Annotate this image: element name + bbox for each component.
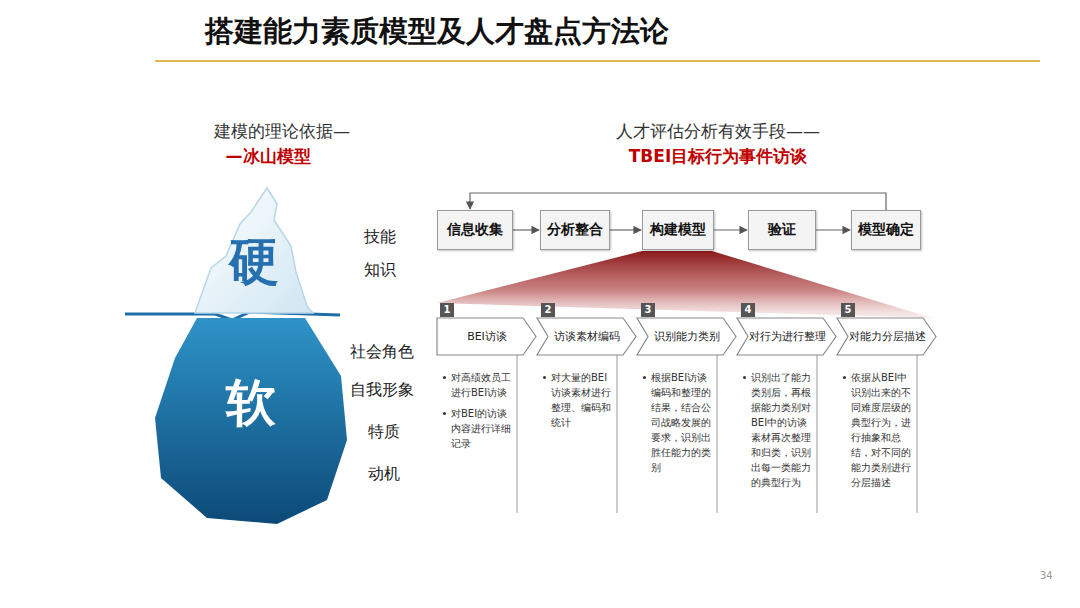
bullet-dot <box>443 376 446 379</box>
bullet-dot <box>843 376 846 379</box>
iceberg-base: 软 <box>155 318 347 524</box>
box-label: 模型确定 <box>858 221 914 239</box>
chevron-shape <box>537 318 636 355</box>
iceberg-tip-shape <box>195 188 313 313</box>
step-chevron: 对行为进行整理识别出了能力类别后，再根据能力类别对BEI中的访谈素材再次整理和归… <box>737 318 837 513</box>
page-number: 34 <box>1040 570 1053 581</box>
flow-arrow <box>610 229 641 230</box>
flow-arrow <box>513 229 539 230</box>
step-bullet: 根据BEI访谈编码和整理的结果，结合公司战略发展的要求，识别出胜任能力的类别 <box>651 370 715 475</box>
flow-arrow <box>470 193 886 210</box>
process-box: 模型确定 <box>851 210 921 250</box>
iceberg-tip: 硬 <box>195 188 313 313</box>
step-bullet: 对高绩效员工进行BEI访谈 <box>451 370 515 400</box>
iceberg-label: 硬 <box>229 229 279 296</box>
column-divider <box>817 355 818 513</box>
bullet-dot <box>743 376 746 379</box>
column-divider <box>517 355 518 513</box>
bullet-dot <box>543 376 546 379</box>
step-bullet: 依据从BEI中识别出来的不同难度层级的典型行为，进行抽象和总结，对不同的能力类别… <box>851 370 915 490</box>
step-heading: BEI访谈 <box>437 318 537 355</box>
chevron-shape <box>637 318 736 355</box>
layer-label: 知识 <box>364 260 396 281</box>
layer-label: 动机 <box>368 464 400 485</box>
step-number: 5 <box>841 303 855 317</box>
step-chevron: 识别能力类别根据BEI访谈编码和整理的结果，结合公司战略发展的要求，识别出胜任能… <box>637 318 737 513</box>
column-divider <box>617 355 618 513</box>
process-box: 验证 <box>748 210 816 250</box>
box-label: 分析整合 <box>547 221 603 239</box>
step-chevron: 对能力分层描述依据从BEI中识别出来的不同难度层级的典型行为，进行抽象和总结，对… <box>837 318 937 513</box>
page-title: 搭建能力素质模型及人才盘点方法论 <box>205 12 669 52</box>
flow-arrow <box>714 229 747 230</box>
title-rule <box>155 60 1040 62</box>
step-number: 4 <box>741 303 755 317</box>
iceberg-label: 软 <box>226 370 276 437</box>
chevron-outline <box>637 318 737 513</box>
process-box: 构建模型 <box>642 210 714 250</box>
bullet-dot <box>643 376 646 379</box>
box-label: 信息收集 <box>447 221 503 239</box>
step-heading: 访谈素材编码 <box>537 318 637 355</box>
process-box: 分析整合 <box>540 210 610 250</box>
chevron-shape <box>737 318 836 355</box>
step-number: 1 <box>440 303 454 317</box>
iceberg-base-shape <box>155 318 347 524</box>
step-bullet: 对大量的BEI访谈素材进行整理、编码和统计 <box>551 370 615 430</box>
section-heading: —冰山模型 <box>226 145 311 168</box>
layer-label: 技能 <box>364 227 396 248</box>
layer-label: 自我形象 <box>350 380 414 401</box>
step-heading: 对行为进行整理 <box>737 318 837 355</box>
step-chevron: 访谈素材编码对大量的BEI访谈素材进行整理、编码和统计 <box>537 318 637 513</box>
column-divider <box>917 355 918 513</box>
layer-label: 社会角色 <box>350 342 414 363</box>
step-chevron: BEI访谈对高绩效员工进行BEI访谈对BEI的访谈内容进行详细记录 <box>437 318 537 513</box>
column-divider <box>717 355 718 513</box>
process-box: 信息收集 <box>437 210 513 250</box>
box-label: 验证 <box>768 221 796 239</box>
step-bullet: 对BEI的访谈内容进行详细记录 <box>451 406 515 451</box>
box-label: 构建模型 <box>650 221 706 239</box>
highlight-fan <box>437 251 932 318</box>
step-number: 3 <box>641 303 655 317</box>
step-heading: 对能力分层描述 <box>837 318 937 355</box>
section-heading: TBEI目标行为事件访谈 <box>629 145 808 168</box>
layer-label: 特质 <box>368 422 400 443</box>
section-heading: 建模的理论依据— <box>214 120 350 143</box>
step-number: 2 <box>541 303 555 317</box>
step-bullet: 识别出了能力类别后，再根据能力类别对BEI中的访谈素材再次整理和归类，识别出每一… <box>751 370 815 490</box>
flow-arrow <box>816 229 850 230</box>
section-heading: 人才评估分析有效手段—— <box>616 120 820 143</box>
chevron-shape <box>437 318 536 355</box>
bullet-dot <box>443 412 446 415</box>
step-heading: 识别能力类别 <box>637 318 737 355</box>
chevron-outline <box>537 318 637 513</box>
chevron-shape <box>837 318 936 355</box>
